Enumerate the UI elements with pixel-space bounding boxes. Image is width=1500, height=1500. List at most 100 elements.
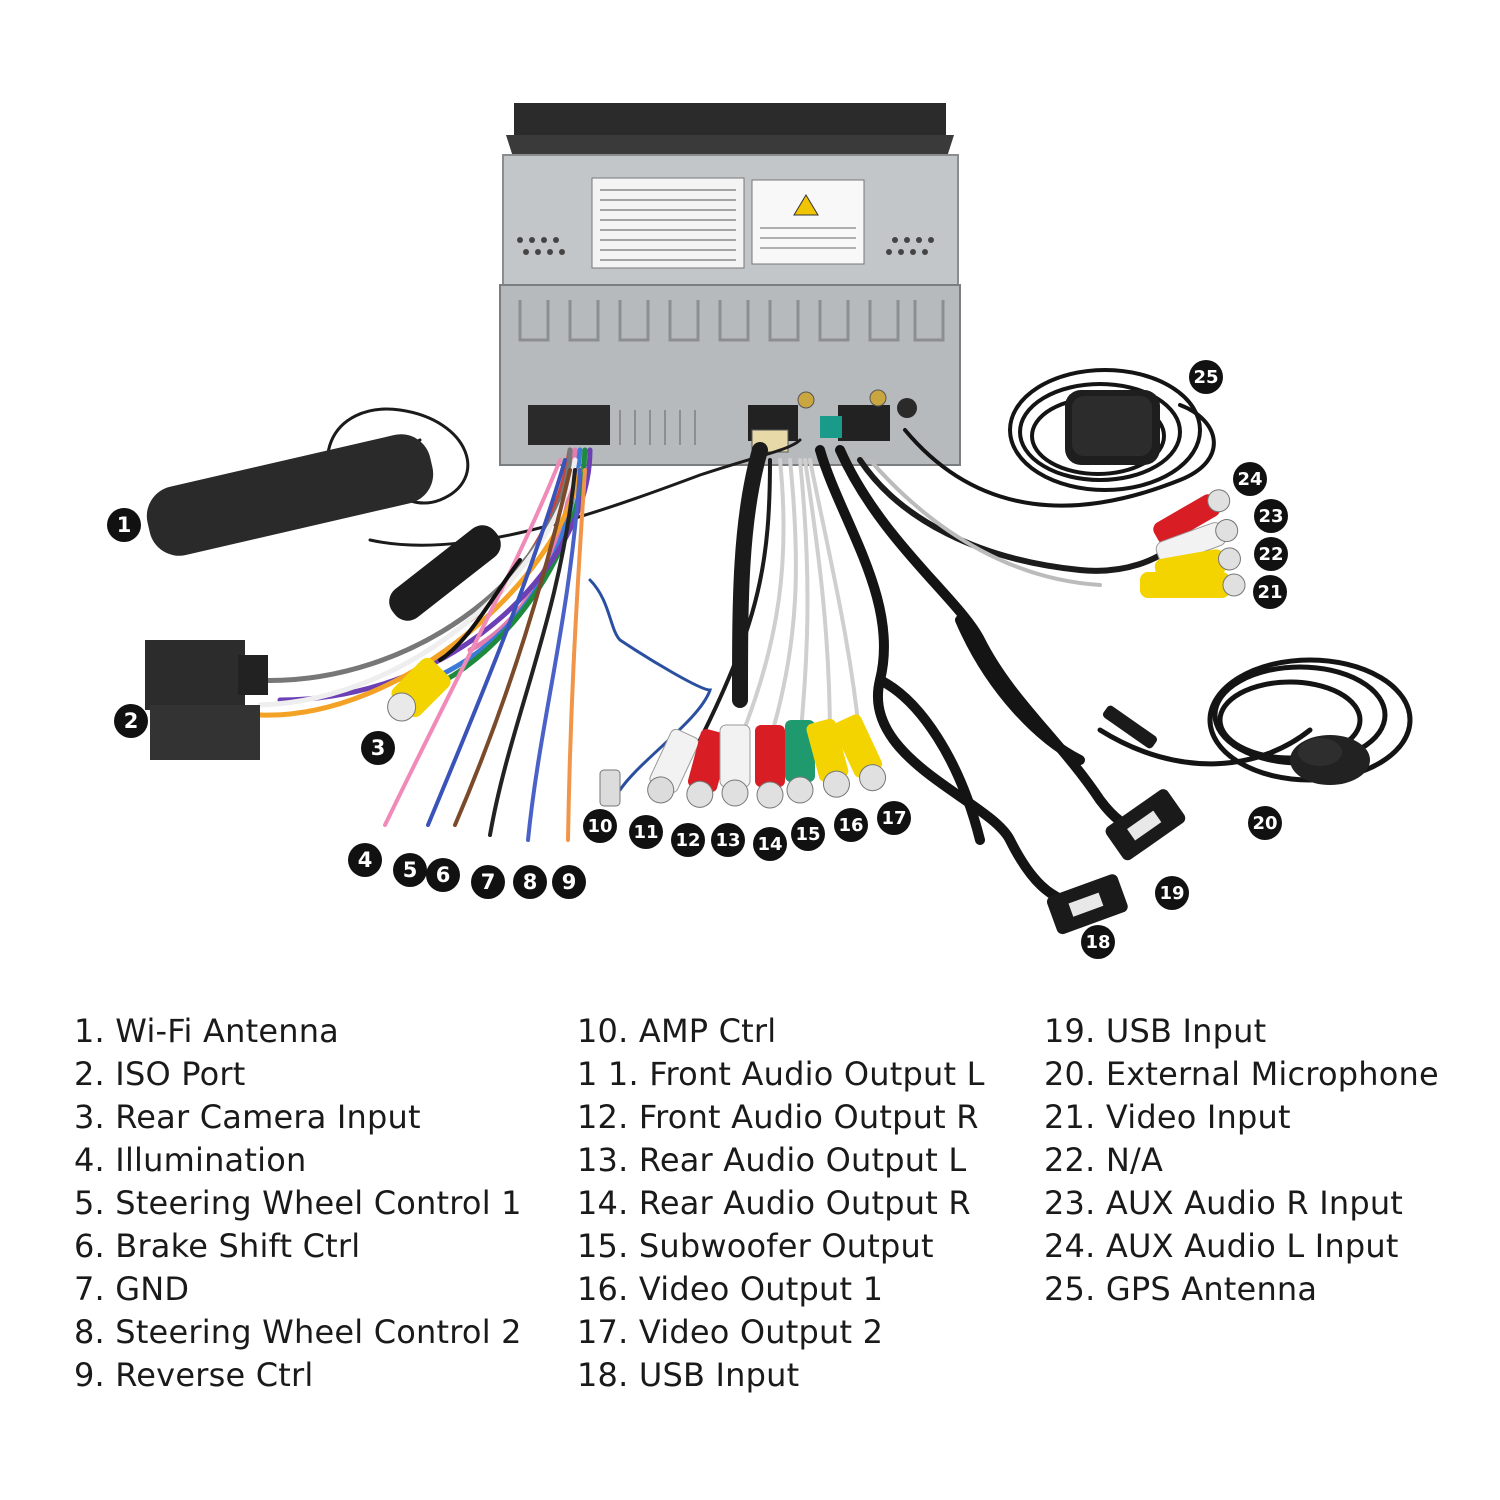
callout-number: 16 [838, 815, 863, 836]
callout-number: 25 [1193, 367, 1218, 388]
legend-item: 18. USB Input [577, 1356, 800, 1394]
callout-badge: 24 [1233, 462, 1267, 496]
legend-column-2: 10. AMP Ctrl 1 1. Front Audio Output L 1… [577, 1010, 985, 1397]
callout-badge: 1 [107, 508, 141, 542]
legend-item: 1 1. Front Audio Output L [577, 1055, 985, 1093]
callout-number: 22 [1258, 544, 1283, 565]
callout-circle [877, 801, 911, 835]
legend-item: 23. AUX Audio R Input [1044, 1184, 1404, 1222]
callout-number: 8 [523, 870, 538, 894]
wiring-diagram: 1234567891011121314151617181920212223242… [107, 103, 1413, 959]
callout-badge: 19 [1155, 876, 1189, 910]
callout-number: 10 [587, 816, 612, 837]
callout-badge: 13 [711, 823, 745, 857]
callout-number: 21 [1257, 582, 1282, 603]
callout-badge: 14 [753, 827, 787, 861]
callout-circle [114, 704, 148, 738]
legend-item: 5. Steering Wheel Control 1 [74, 1184, 522, 1222]
callout-number: 1 [117, 513, 132, 537]
callout-badge: 9 [552, 865, 586, 899]
callout-circle [1081, 925, 1115, 959]
callout-number: 4 [358, 848, 373, 872]
callout-circle [552, 865, 586, 899]
callout-circle [1233, 462, 1267, 496]
callout-circle [671, 823, 705, 857]
callout-circle [1189, 360, 1223, 394]
callout-badge: 18 [1081, 925, 1115, 959]
rca-rear-camera [387, 657, 451, 722]
callout-circle [513, 865, 547, 899]
callout-circle [107, 508, 141, 542]
legend-item: 3. Rear Camera Input [74, 1098, 421, 1136]
callout-badge: 16 [834, 808, 868, 842]
callout-badge: 25 [1189, 360, 1223, 394]
legend-item: 2. ISO Port [74, 1055, 246, 1093]
legend-item: 12. Front Audio Output R [577, 1098, 979, 1136]
callout-badge: 4 [348, 843, 382, 877]
callout-number: 24 [1237, 469, 1262, 490]
callout-circle [348, 843, 382, 877]
legend-item: 10. AMP Ctrl [577, 1012, 777, 1050]
callout-number: 13 [715, 830, 740, 851]
usb-connector-18 [1046, 874, 1128, 935]
callout-badge: 15 [791, 817, 825, 851]
callout-number: 19 [1159, 883, 1184, 904]
callout-badge: 11 [629, 815, 663, 849]
callout-badge: 21 [1253, 575, 1287, 609]
callout-circle [753, 827, 787, 861]
callout-number: 17 [881, 808, 906, 829]
callout-circle [629, 815, 663, 849]
callout-badge: 10 [583, 809, 617, 843]
legend-item: 25. GPS Antenna [1044, 1270, 1318, 1308]
legend-item: 8. Steering Wheel Control 2 [74, 1313, 522, 1351]
legend-item: 19. USB Input [1044, 1012, 1267, 1050]
callout-badge: 12 [671, 823, 705, 857]
callout-number: 23 [1258, 506, 1283, 527]
legend-item: 20. External Microphone [1044, 1055, 1439, 1093]
callout-badge: 2 [114, 704, 148, 738]
callout-circle [583, 809, 617, 843]
legend-item: 15. Subwoofer Output [577, 1227, 934, 1265]
legend-item: 4. Illumination [74, 1141, 307, 1179]
callout-circle [393, 853, 427, 887]
callout-number: 15 [795, 824, 820, 845]
callout-badge: 23 [1254, 499, 1288, 533]
components [145, 390, 1370, 935]
amp-plug [599, 769, 621, 807]
callout-number: 20 [1252, 813, 1277, 834]
callout-number: 3 [371, 736, 386, 760]
callout-circle [361, 731, 395, 765]
callout-badge: 7 [471, 865, 505, 899]
callout-number: 6 [436, 863, 451, 887]
wifi-antenna [146, 434, 434, 556]
callout-number: 2 [124, 709, 139, 733]
legend-item: 9. Reverse Ctrl [74, 1356, 314, 1394]
rca-aux-group [1140, 489, 1246, 598]
callout-circle [711, 823, 745, 857]
legend-item: 14. Rear Audio Output R [577, 1184, 971, 1222]
callout-badge: 3 [361, 731, 395, 765]
legend-item: 1. Wi-Fi Antenna [74, 1012, 339, 1050]
legend-item: 7. GND [74, 1270, 190, 1308]
gps-antenna [1065, 390, 1160, 465]
legend-item: 13. Rear Audio Output L [577, 1141, 967, 1179]
callout-circle [1254, 537, 1288, 571]
callout-badge: 8 [513, 865, 547, 899]
legend-item: 24. AUX Audio L Input [1044, 1227, 1399, 1265]
legend-item: 21. Video Input [1044, 1098, 1291, 1136]
callout-badge: 6 [426, 858, 460, 892]
callout-circle [791, 817, 825, 851]
callout-badge: 17 [877, 801, 911, 835]
iso-connector [145, 640, 268, 760]
callout-number: 11 [633, 822, 658, 843]
callout-number: 7 [481, 870, 496, 894]
microphone [1290, 735, 1370, 785]
callout-number: 9 [562, 870, 577, 894]
head-unit [499, 103, 961, 466]
callout-badge: 20 [1248, 806, 1282, 840]
callout-number: 12 [675, 830, 700, 851]
legend-item: 6. Brake Shift Ctrl [74, 1227, 361, 1265]
callout-circle [471, 865, 505, 899]
callout-number: 14 [757, 834, 782, 855]
